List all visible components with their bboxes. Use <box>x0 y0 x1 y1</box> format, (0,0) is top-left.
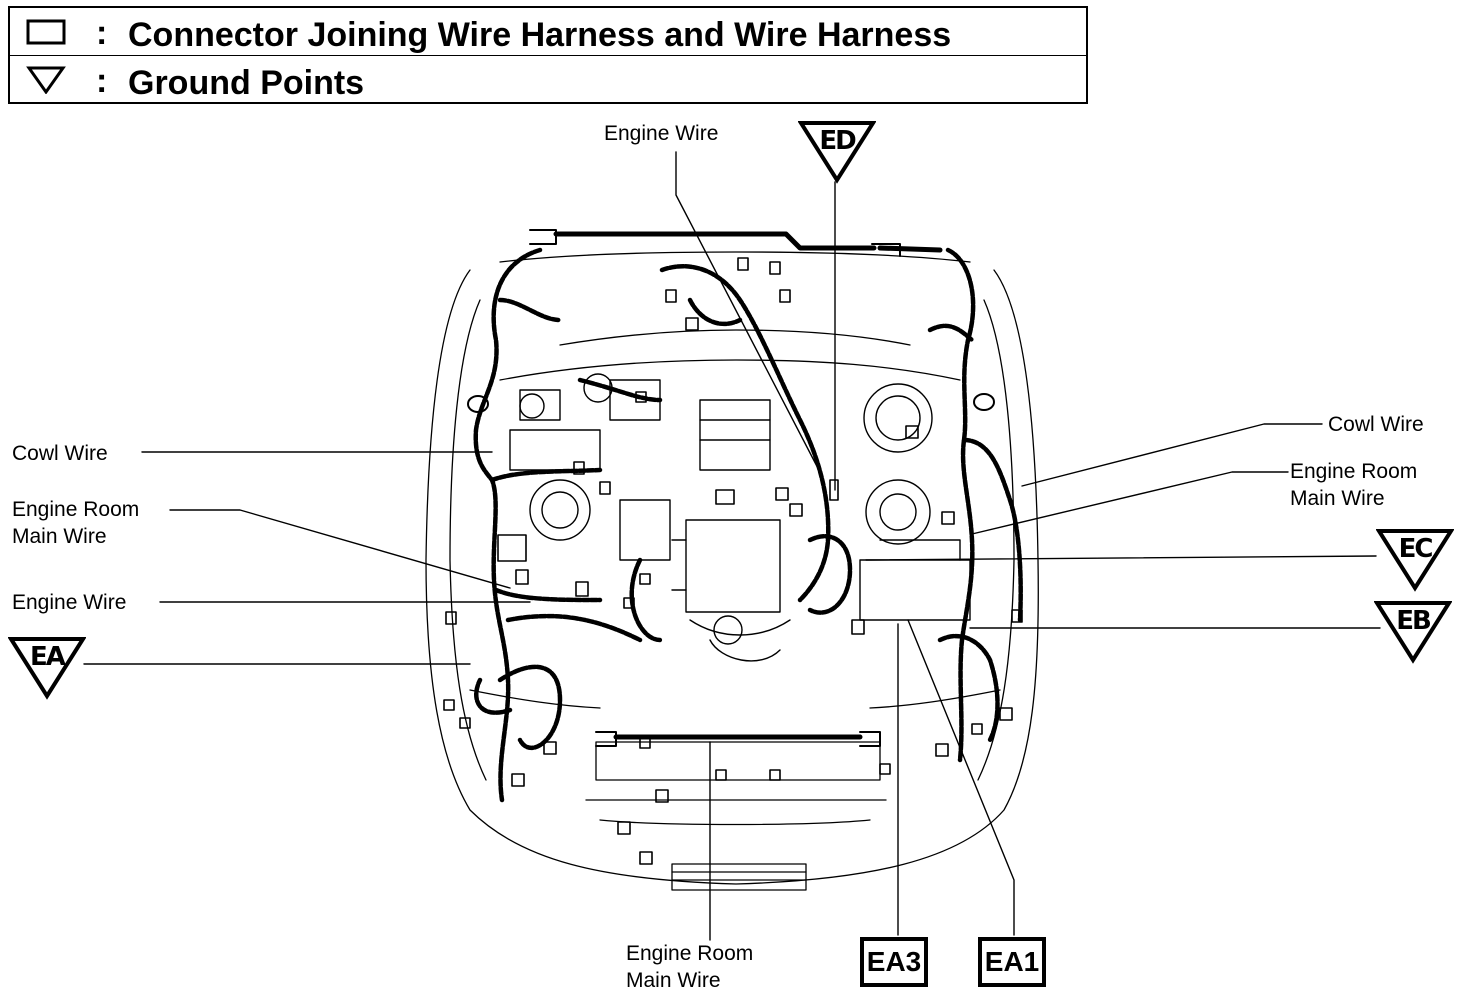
harness-center <box>577 264 853 643</box>
ground-point-ec-label: EC <box>1398 534 1434 564</box>
ground-point-eb-label: EB <box>1396 606 1432 636</box>
legend-colon: : <box>96 14 108 52</box>
ground-triangle-icon <box>26 66 66 94</box>
connector-ea3: EA3 <box>860 937 928 987</box>
legend-box: : Connector Joining Wire Harness and Wir… <box>8 6 1088 104</box>
label-engine-room-main-left-1: Engine Room <box>12 498 140 521</box>
harness-left <box>473 247 643 803</box>
round-components <box>519 373 933 645</box>
harness-right <box>927 247 1023 763</box>
ground-point-ed: ED <box>798 120 876 184</box>
ground-triangle-icon <box>8 637 86 700</box>
harness-top <box>553 231 943 740</box>
label-engine-room-main-bottom-1: Engine Room <box>626 942 754 965</box>
label-cowl-wire-right: Cowl Wire <box>1328 413 1424 436</box>
ground-triangle-icon <box>798 121 876 184</box>
leader-lines <box>83 151 1381 941</box>
label-cowl-wire-left: Cowl Wire <box>12 442 108 465</box>
label-engine-wire-top: Engine Wire <box>604 122 719 145</box>
legend-connector-label: Connector Joining Wire Harness and Wire … <box>128 16 952 54</box>
ground-point-ed-label: ED <box>819 126 856 156</box>
connector-box-icon <box>26 19 66 45</box>
label-engine-room-main-left-2: Main Wire <box>12 525 107 548</box>
ground-point-ea-label: EA <box>30 642 66 672</box>
car-body-outline <box>425 251 1039 891</box>
ground-point-ec: EC <box>1376 528 1454 592</box>
connector-ea1: EA1 <box>978 937 1046 987</box>
small-connectors <box>443 257 1023 865</box>
label-engine-room-main-right-2: Main Wire <box>1290 487 1385 510</box>
legend-row-ground: : Ground Points <box>10 56 1086 103</box>
ground-triangle-icon <box>1376 529 1454 592</box>
legend-colon: : <box>96 62 108 100</box>
label-engine-room-main-bottom-2: Main Wire <box>626 969 721 992</box>
label-engine-wire-left: Engine Wire <box>12 591 127 614</box>
legend-ground-label: Ground Points <box>128 64 365 102</box>
ground-point-ea: EA <box>8 636 86 700</box>
harness-top-ends <box>529 229 901 747</box>
label-engine-room-main-right-1: Engine Room <box>1290 460 1418 483</box>
ground-triangle-icon <box>1374 601 1452 664</box>
ground-point-eb: EB <box>1374 600 1452 664</box>
legend-row-connector: : Connector Joining Wire Harness and Wir… <box>10 8 1086 56</box>
grommets <box>467 393 995 413</box>
